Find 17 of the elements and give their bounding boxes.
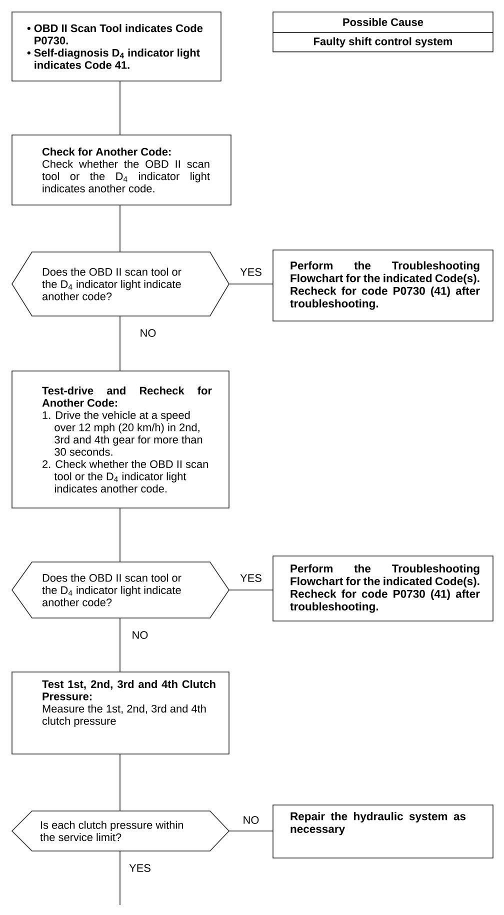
- edge-label: YES: [129, 864, 150, 872]
- edge-label: YES: [240, 268, 262, 276]
- connector-line: [228, 830, 274, 832]
- edge-label: NO: [244, 816, 259, 824]
- process-box: Perform the Troubleshooting Flowchart for the indicated Code(s). Recheck for code P0730 (41) after troubleshooting.: [272, 556, 494, 622]
- edge-label: NO: [140, 329, 156, 337]
- process-box: Perform the Troubleshooting Flowchart for the indicated Code(s). Recheck for code P0730 (41) after troubleshooting.: [272, 250, 494, 322]
- process-box: Repair the hydraulic system as necessary: [272, 804, 494, 858]
- process-box: Test-drive and Recheck for Another Code: 1. Drive the vehicle at a speed over 12 mph (20 km/h) in 2nd, 3rd and 4th gear for more than 30 seconds. 2. Check whether the OBD II scan tool or the D$_{4}$ indicator light indicates another code.: [12, 370, 230, 508]
- decision-hexagon: Does the OBD II scan tool or the D$_{4}$ indicator light indicate another code?: [12, 252, 230, 316]
- edge-label: YES: [240, 574, 262, 582]
- process-box: Check for Another Code: Check whether the OBD II scan tool or the D$_{4}$ indicator light indicates another code.: [12, 134, 232, 206]
- cause-table: Possible Cause Faulty shift control system: [272, 12, 494, 52]
- decision-hexagon: Does the OBD II scan tool or the D$_{4}$ indicator light indicate another code?: [12, 562, 230, 618]
- edge-label: NO: [132, 631, 148, 639]
- process-box: Test 1st, 2nd, 3rd and 4th Clutch Pressure: Measure the 1st, 2nd, 3rd and 4th clutch pressure: [12, 672, 230, 754]
- process-box: • OBD II Scan Tool indicates Code P0730. • Self-diagnosis D$_{4}$ indicator light indicates Code 41.: [12, 12, 222, 82]
